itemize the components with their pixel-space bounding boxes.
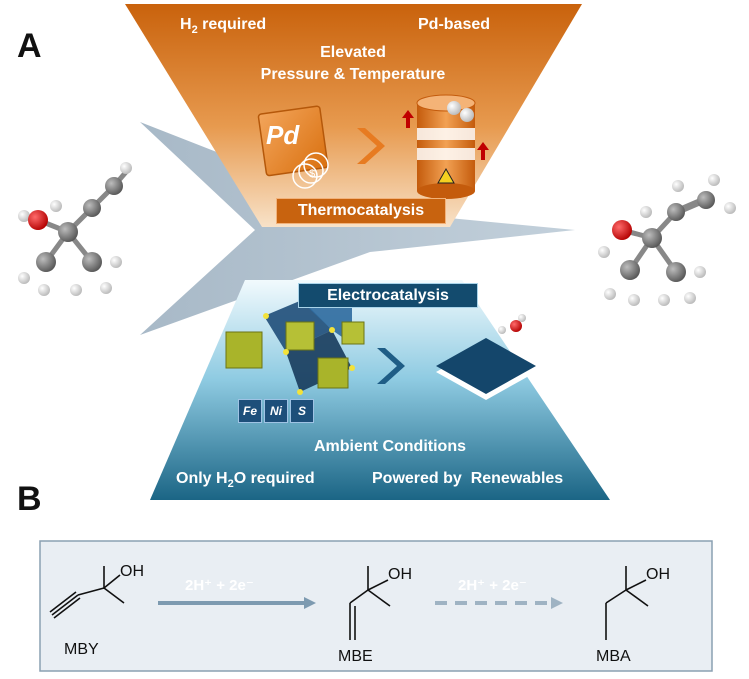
feni-sulfide-crystal-icon (225, 297, 365, 395)
step1-label: 2H⁺ + 2e⁻ (185, 577, 254, 594)
element-fe-tile: Fe (238, 399, 262, 423)
currency-symbol: $ (309, 168, 316, 180)
thermocatalysis-label: Thermocatalysis (276, 198, 446, 224)
electro-chevron-arrow-icon (377, 348, 405, 384)
ambient-conditions-text: Ambient Conditions (314, 438, 466, 455)
pd-symbol: Pd (266, 120, 300, 150)
mby-3d-model-icon (18, 162, 132, 296)
panel-a-label: A (17, 27, 42, 65)
only-water-suffix: O required (233, 470, 315, 487)
h2-required-suffix: required (197, 16, 267, 33)
pressure-up-arrow-icon (402, 110, 489, 160)
reaction-scheme-box (39, 540, 713, 672)
mby-oh-label: OH (120, 563, 144, 580)
h2-subscript: 2 (191, 24, 198, 37)
element-ni-tile: Ni (264, 399, 288, 423)
panel-b-label: B (17, 480, 42, 518)
coin-icon (292, 152, 329, 189)
mba-name: MBA (596, 648, 631, 665)
step2-label: 2H⁺ + 2e⁻ (458, 577, 527, 594)
electrode-sheet-icon (436, 338, 536, 400)
conditions-line1: Elevated (320, 44, 386, 61)
mbe-name: MBE (338, 648, 373, 665)
water-molecule-icon (498, 314, 526, 334)
element-s-tile: S (290, 399, 314, 423)
only-water-prefix: Only H (176, 470, 228, 487)
electrocatalysis-funnel (150, 280, 610, 500)
mbe-structure (349, 566, 391, 640)
mba-structure (605, 566, 649, 640)
conditions-line2: Pressure & Temperature (260, 66, 446, 83)
electrocatalysis-label: Electrocatalysis (298, 283, 478, 308)
mby-name: MBY (64, 641, 99, 658)
h2-molecule-icon (447, 101, 474, 122)
h2-symbol: H (180, 16, 192, 33)
only-water-required-text: Only H2O required (176, 470, 315, 490)
mbe-oh-label: OH (388, 566, 412, 583)
mba-oh-label: OH (646, 566, 670, 583)
h2-required-text: H2 required (180, 16, 266, 36)
thermo-chevron-arrow-icon (357, 128, 385, 164)
pd-based-text: Pd-based (418, 16, 491, 33)
thermocatalysis-funnel (125, 4, 582, 227)
pd-tile-icon (257, 105, 329, 177)
mbe-3d-model-icon (598, 174, 736, 306)
mby-structure (49, 566, 125, 619)
water-subscript: 2 (227, 478, 234, 491)
powered-by-renewables-text: Powered by Renewables (372, 470, 564, 487)
